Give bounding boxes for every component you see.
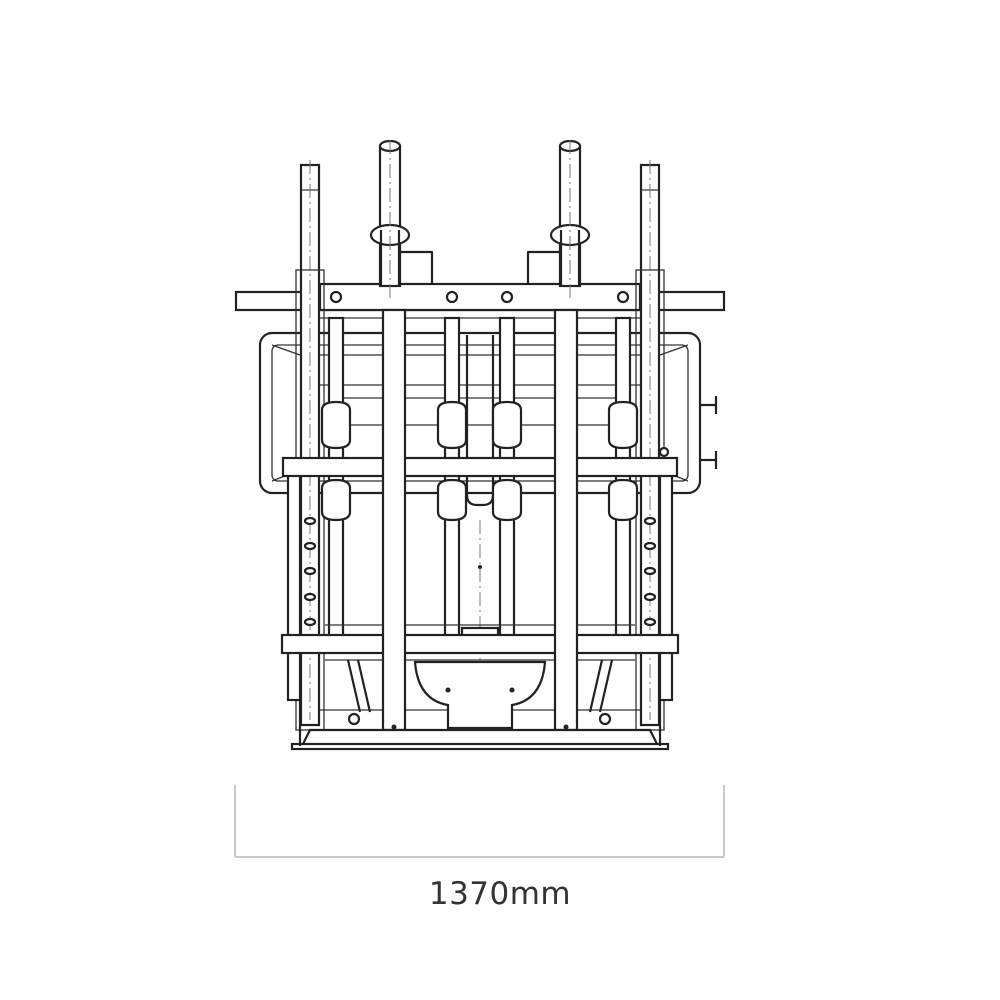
linear-bearings-upper bbox=[320, 400, 639, 450]
width-dimension-label: 1370mm bbox=[428, 876, 572, 912]
linear-bearings-lower bbox=[320, 478, 639, 522]
base-plate bbox=[290, 700, 670, 751]
side-pegs bbox=[700, 396, 718, 469]
middle-crossbar bbox=[281, 456, 679, 478]
guide-rods bbox=[327, 316, 632, 640]
adjustment-holes bbox=[303, 516, 657, 627]
lower-crossbar bbox=[280, 633, 680, 655]
dimension-line bbox=[234, 785, 725, 858]
top-crossbar bbox=[234, 282, 726, 319]
weight-horn-right bbox=[526, 139, 591, 300]
main-column-left bbox=[381, 308, 407, 732]
main-column-right bbox=[553, 308, 579, 732]
weight-horn-left bbox=[369, 139, 434, 300]
